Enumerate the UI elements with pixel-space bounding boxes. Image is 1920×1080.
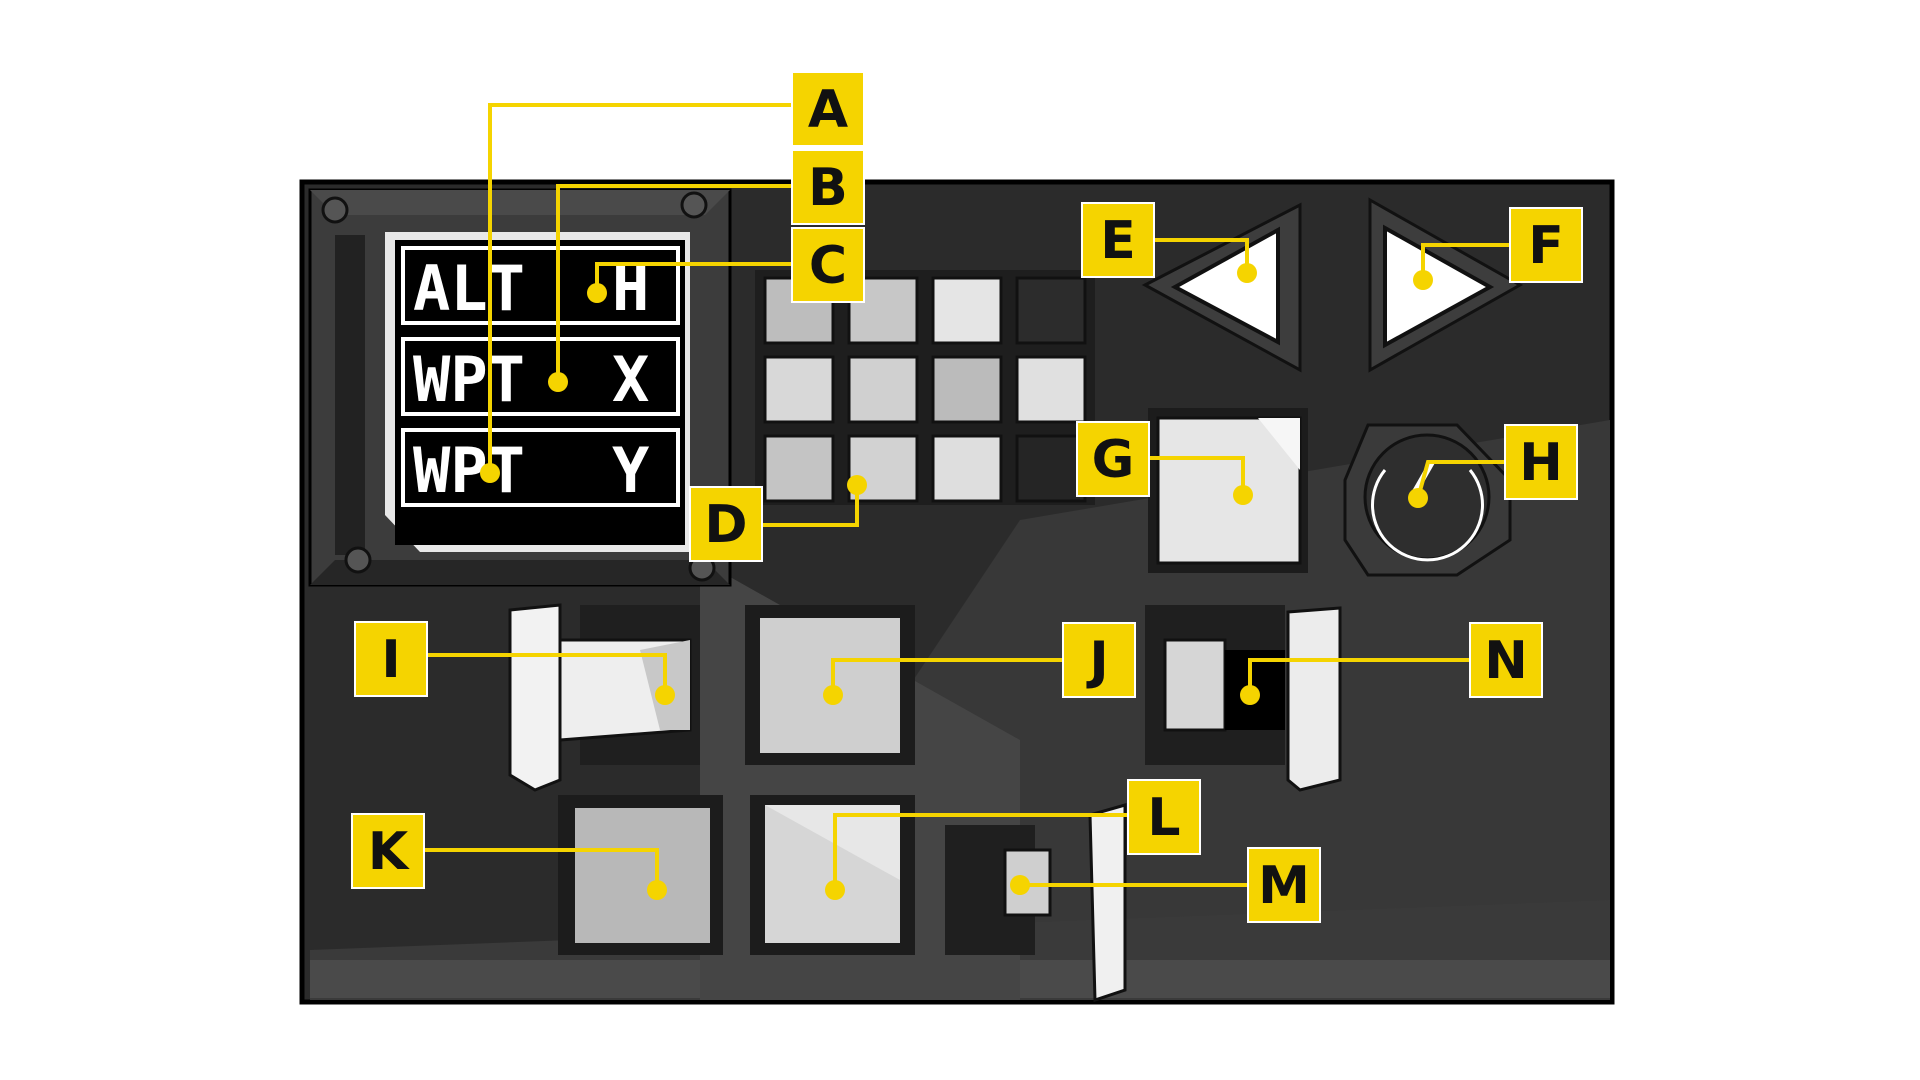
keypad-key[interactable] xyxy=(1017,357,1085,422)
bezel-screw-bottom-left xyxy=(346,548,370,572)
callout-label-i: I xyxy=(355,622,427,696)
callout-dot-l xyxy=(825,880,845,900)
callout-dot-e xyxy=(1237,263,1257,283)
callout-letter-c: C xyxy=(809,236,847,296)
callout-letter-f: F xyxy=(1528,216,1564,276)
callout-dot-i xyxy=(655,685,675,705)
callout-letter-m: M xyxy=(1258,856,1310,916)
callout-dot-m xyxy=(1010,875,1030,895)
callout-label-f: F xyxy=(1510,208,1582,282)
callout-label-l: L xyxy=(1128,780,1200,854)
callout-letter-h: H xyxy=(1519,433,1563,493)
callout-dot-k xyxy=(647,880,667,900)
callout-dot-g xyxy=(1233,485,1253,505)
callout-label-n: N xyxy=(1470,623,1542,697)
callout-letter-a: A xyxy=(808,80,848,140)
keypad-key[interactable] xyxy=(933,357,1001,422)
bezel-screw-top-left xyxy=(323,198,347,222)
callout-letter-e: E xyxy=(1100,211,1136,271)
callout-dot-c xyxy=(587,283,607,303)
lower-middle-square-button[interactable] xyxy=(750,795,915,955)
callout-dot-d xyxy=(847,475,867,495)
callout-letter-d: D xyxy=(704,495,747,555)
lcd-screen: ALT H WPT X WPT Y xyxy=(385,232,690,552)
callout-dot-j xyxy=(823,685,843,705)
display-row-1-label: ALT xyxy=(413,252,525,325)
keypad xyxy=(755,270,1095,505)
callout-dot-n xyxy=(1240,685,1260,705)
large-square-button[interactable] xyxy=(1148,408,1308,573)
callout-letter-k: K xyxy=(368,822,410,882)
keypad-key[interactable] xyxy=(1017,278,1085,343)
keypad-key[interactable] xyxy=(765,436,833,501)
keypad-key[interactable] xyxy=(765,357,833,422)
callout-letter-l: L xyxy=(1147,788,1180,848)
keypad-key[interactable] xyxy=(933,436,1001,501)
callout-label-k: K xyxy=(352,814,424,888)
callout-letter-j: J xyxy=(1086,631,1108,691)
callout-label-g: G xyxy=(1077,422,1149,496)
callout-dot-b xyxy=(548,372,568,392)
callout-dot-a xyxy=(480,463,500,483)
display-row-3-value: Y xyxy=(612,434,650,507)
callout-letter-g: G xyxy=(1092,430,1135,490)
callout-label-j: J xyxy=(1063,623,1135,697)
lower-left-square-button[interactable] xyxy=(558,795,723,955)
upper-square-button[interactable] xyxy=(745,605,915,765)
callout-dot-f xyxy=(1413,270,1433,290)
keypad-key[interactable] xyxy=(933,278,1001,343)
callout-label-d: D xyxy=(690,487,762,561)
display-row-2-value: X xyxy=(612,343,649,416)
callout-letter-b: B xyxy=(808,158,848,218)
callout-letter-n: N xyxy=(1484,631,1528,691)
keypad-key[interactable] xyxy=(1017,436,1085,501)
callout-label-h: H xyxy=(1505,425,1577,499)
callout-label-e: E xyxy=(1082,203,1154,277)
keypad-key[interactable] xyxy=(849,357,917,422)
callout-letter-i: I xyxy=(381,630,400,690)
display-row-2-label: WPT xyxy=(413,343,525,416)
callout-dot-h xyxy=(1408,488,1428,508)
bezel-screw-top-right xyxy=(682,193,706,217)
callout-label-c: C xyxy=(792,228,864,302)
callout-label-m: M xyxy=(1248,848,1320,922)
callout-label-b: B xyxy=(792,150,864,224)
callout-label-a: A xyxy=(792,72,864,146)
display-row-3-label: WPT xyxy=(413,434,525,507)
